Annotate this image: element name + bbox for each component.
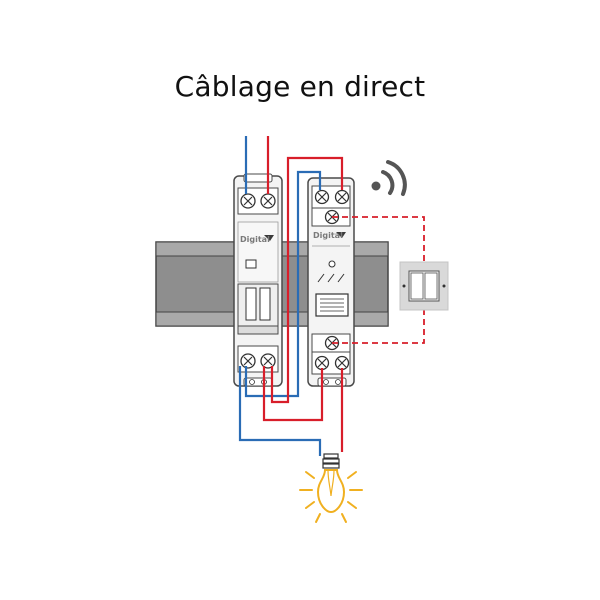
- breaker-to-relay-switched-wire: [262, 366, 324, 422]
- relay-status-led: [328, 260, 336, 268]
- relay-bottom-left-screw-icon: [314, 355, 330, 371]
- relay-brand-label: Digital: [313, 231, 343, 240]
- breaker-top-right-screw-icon: [260, 193, 276, 209]
- breaker-to-relay-live-wire: [270, 156, 344, 404]
- relay-top-right-screw-icon: [334, 189, 350, 205]
- wifi-signal-icon: [371, 160, 407, 196]
- diagram-title: Câblage en direct: [174, 70, 426, 103]
- relay-manual-button[interactable]: [315, 293, 349, 317]
- breaker-to-relay-neutral-wire: [244, 170, 322, 398]
- lamp-neutral-wire: [238, 366, 322, 456]
- relay-bottom-right-screw-icon: [334, 355, 350, 371]
- breaker-bottom-left-screw-icon: [240, 353, 256, 369]
- breaker-top-left-screw-icon: [240, 193, 256, 209]
- circuit-breaker-module: Digital: [233, 173, 283, 387]
- relay-top-left-screw-icon: [314, 189, 330, 205]
- wireless-relay-module: Digital: [307, 177, 355, 387]
- pushbutton-return-wire: [332, 310, 425, 344]
- breaker-bottom-right-screw-icon: [260, 353, 276, 369]
- pushbutton-input-wire: [332, 216, 425, 264]
- double-pushbutton-icon[interactable]: [399, 261, 449, 311]
- pushbutton-wires: [332, 216, 425, 344]
- breaker-brand-label: Digital: [240, 235, 270, 244]
- light-bulb-icon: [299, 453, 363, 523]
- live-wires: [262, 136, 344, 452]
- breaker-toggle-lever[interactable]: [245, 287, 257, 321]
- neutral-wires: [238, 136, 322, 456]
